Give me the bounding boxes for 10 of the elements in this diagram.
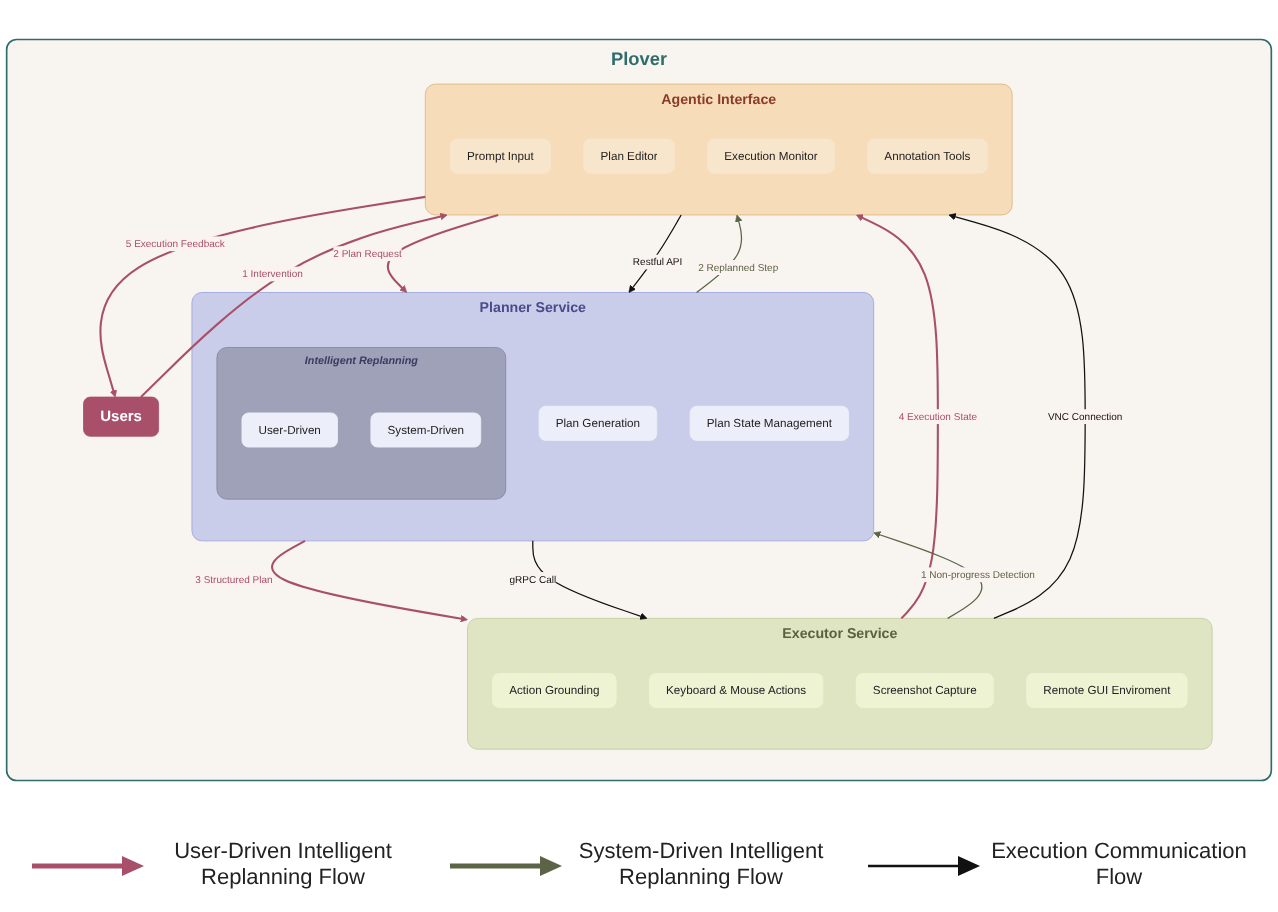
legend-label: User-Driven Intelligent Replanning Flow (172, 839, 394, 893)
arrow (271, 539, 468, 623)
legend-label: Execution Communication Flow (991, 839, 1247, 893)
arrow (948, 213, 1086, 619)
legend-label: System-Driven Intelligent Replanning Flow (576, 839, 826, 893)
arrow (856, 214, 939, 620)
arrow (99, 195, 426, 398)
arrow (532, 540, 648, 620)
arrow (386, 213, 499, 293)
arrow (140, 212, 448, 398)
